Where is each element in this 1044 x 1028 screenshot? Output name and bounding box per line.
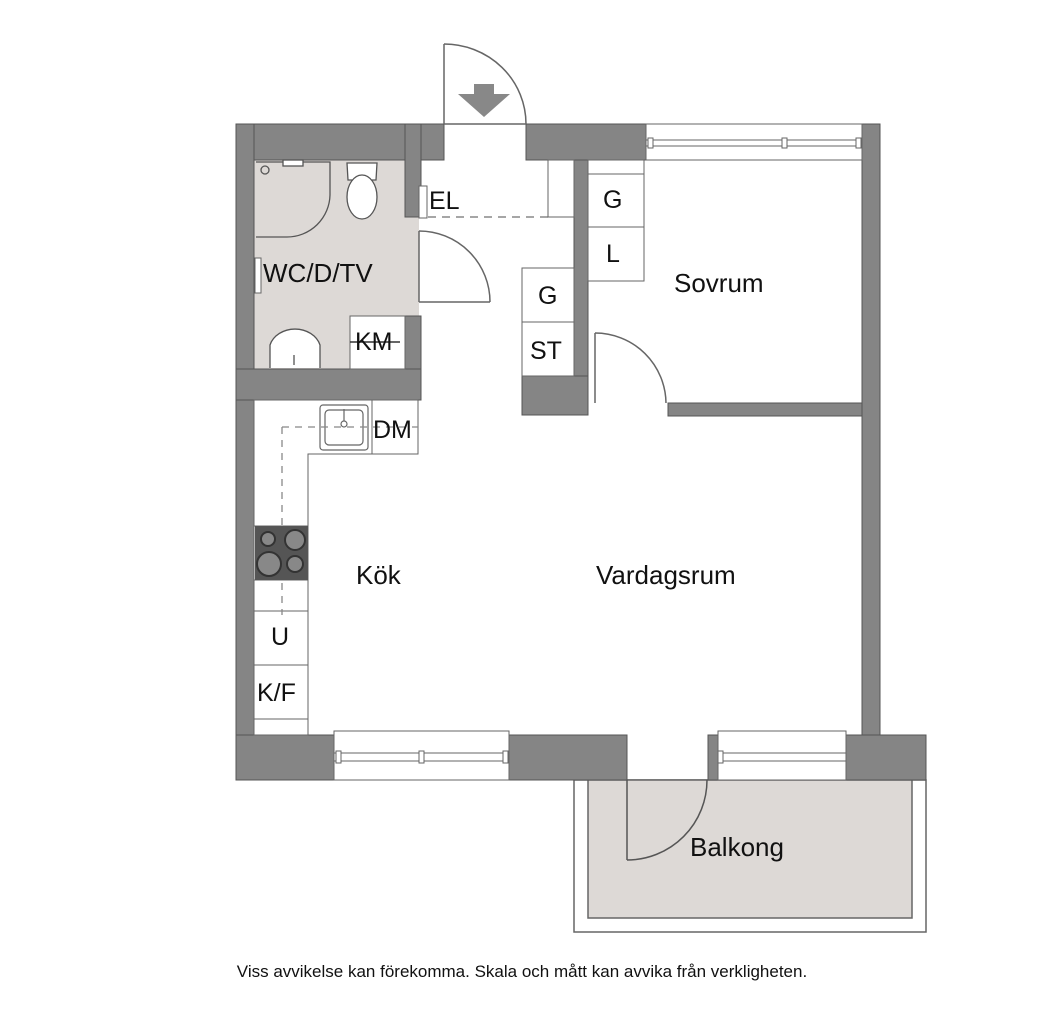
fixture-label-hall-g: G [538, 282, 558, 310]
kitchen-sink-icon [319, 404, 369, 451]
fixture-label-km: KM [355, 328, 393, 356]
stove-icon [255, 526, 308, 580]
bedroom-cabinets [587, 159, 645, 282]
balcony [573, 779, 927, 933]
window-bedroom [645, 123, 863, 161]
fixture-label-bedroom-g: G [603, 186, 623, 214]
fixture-label-dm: DM [373, 416, 412, 444]
shower-icon [256, 159, 331, 238]
room-label-living-room: Vardagsrum [596, 560, 736, 590]
fixture-label-fridge: K/F [257, 679, 296, 707]
hall-shelf [547, 159, 575, 218]
window-kitchen [333, 730, 510, 781]
washbasin-icon [269, 328, 321, 368]
toilet-icon [346, 162, 378, 220]
fixture-label-hall-st: ST [530, 337, 562, 365]
walls [235, 123, 927, 781]
bathroom-door[interactable] [418, 230, 491, 303]
bathroom-floor-ext [405, 215, 419, 318]
fixture-label-bedroom-l: L [606, 240, 620, 268]
fixture-label-oven: U [271, 623, 290, 651]
window-living [717, 730, 847, 781]
hall-cabinets [521, 267, 575, 377]
disclaimer-text: Viss avvikelse kan förekomma. Skala och … [236, 962, 808, 981]
fixture-label-el: EL [429, 187, 460, 215]
entrance-door[interactable] [443, 43, 527, 125]
entrance-arrow-icon [458, 84, 510, 117]
room-label-kitchen: Kök [356, 560, 401, 590]
electrical-panel [418, 185, 428, 219]
room-label-balcony: Balkong [690, 832, 784, 862]
radiator-bath [254, 257, 262, 294]
bedroom-door[interactable] [594, 332, 667, 404]
room-label-bedroom: Sovrum [674, 268, 764, 298]
room-label-bathroom: WC/D/TV [263, 258, 373, 288]
balcony-door[interactable] [626, 779, 708, 861]
